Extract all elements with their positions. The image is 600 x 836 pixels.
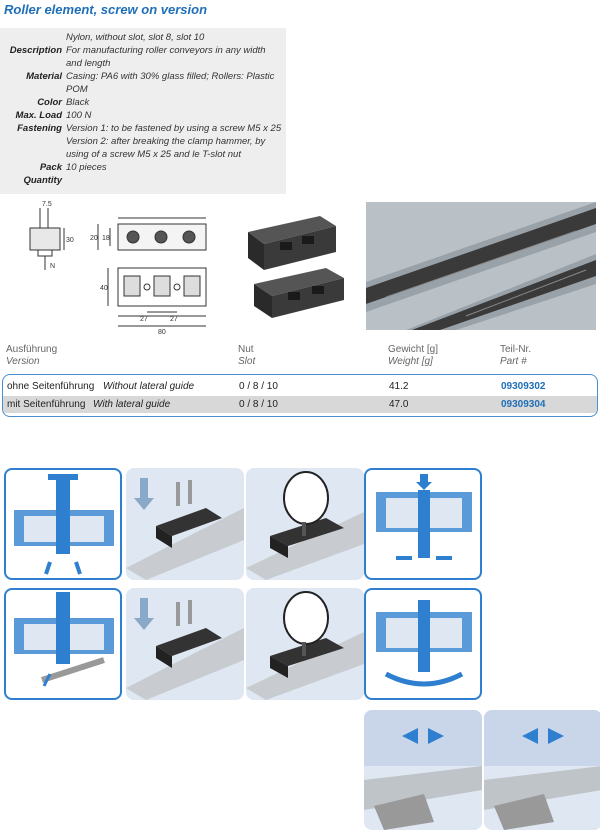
cell-slot: 0 / 8 / 10 bbox=[239, 399, 278, 410]
dim-label: 30 bbox=[66, 237, 74, 244]
spec-label: Max. Load bbox=[15, 110, 62, 121]
spec-label bbox=[0, 135, 66, 161]
col-version-de: Ausführung bbox=[6, 344, 58, 355]
lateral-guide-photo-2 bbox=[484, 710, 600, 830]
rail-photo bbox=[366, 202, 596, 330]
install-photo-1 bbox=[126, 468, 244, 580]
dim-label: 27 bbox=[170, 316, 178, 323]
col-weight-de: Gewicht [g] bbox=[388, 344, 439, 355]
spec-value: Nylon, without slot, slot 8, slot 10 bbox=[66, 32, 205, 43]
install-diagram-2 bbox=[364, 468, 482, 580]
dim-label: 27 bbox=[140, 316, 148, 323]
col-part-de: Teil-Nr. bbox=[500, 344, 532, 355]
cell-version-en: Without lateral guide bbox=[103, 381, 195, 392]
install-photo-4 bbox=[246, 588, 364, 700]
install-photo-3 bbox=[126, 588, 244, 700]
spec-row: Pack Quantity 10 pieces bbox=[0, 161, 286, 187]
col-version-en: Version bbox=[6, 356, 40, 367]
install-diagram-1 bbox=[4, 468, 122, 580]
product-table: ohne Seitenführung Without lateral guide… bbox=[2, 374, 598, 417]
dim-label: N bbox=[50, 263, 55, 270]
dim-label: 20 bbox=[90, 235, 98, 242]
cell-version-de: ohne Seitenführung bbox=[7, 381, 95, 392]
page-title: Roller element, screw on version bbox=[4, 2, 208, 17]
cell-slot: 0 / 8 / 10 bbox=[239, 381, 278, 392]
spec-row: Fastening Version 1: to be fastened by u… bbox=[0, 122, 286, 135]
spec-row: Version 2: after breaking the clamp hamm… bbox=[0, 135, 286, 161]
spec-row: Color Black bbox=[0, 96, 286, 109]
spec-label: Material bbox=[26, 71, 62, 82]
cell-weight: 41.2 bbox=[389, 381, 409, 392]
technical-drawing: 7.5 30 20 18 N 40 27 27 80 bbox=[29, 201, 207, 336]
col-slot-de: Nut bbox=[238, 344, 254, 355]
spec-label: Description bbox=[9, 45, 62, 56]
spec-value: Black bbox=[66, 97, 90, 108]
cell-version-en: With lateral guide bbox=[93, 399, 171, 410]
spec-label: Color bbox=[37, 97, 62, 108]
spec-table: Nylon, without slot, slot 8, slot 10 Des… bbox=[0, 28, 286, 194]
col-weight-en: Weight [g] bbox=[388, 356, 433, 367]
dim-label: 7.5 bbox=[42, 201, 52, 208]
spec-row: Nylon, without slot, slot 8, slot 10 bbox=[0, 31, 286, 44]
cell-version-de: mit Seitenführung bbox=[7, 399, 86, 410]
spec-label bbox=[0, 31, 66, 44]
spec-row: Material Casing: PA6 with 30% glass fill… bbox=[0, 70, 286, 96]
spec-value: Version 1: to be fastened by using a scr… bbox=[66, 123, 282, 134]
lateral-guide-photo-1 bbox=[364, 710, 482, 830]
spec-value: 10 pieces bbox=[66, 162, 107, 173]
spec-row: Max. Load 100 N bbox=[0, 109, 286, 122]
spec-label: Pack Quantity bbox=[23, 162, 62, 186]
dim-label: 18 bbox=[102, 235, 110, 242]
spec-value: For manufacturing roller conveyors in an… bbox=[66, 45, 266, 69]
cell-weight: 47.0 bbox=[389, 399, 409, 410]
cell-part-number[interactable]: 09309304 bbox=[501, 399, 546, 410]
install-diagram-4 bbox=[364, 588, 482, 700]
col-slot-en: Slot bbox=[238, 356, 256, 367]
spec-value: 100 N bbox=[66, 110, 92, 121]
cell-part-number[interactable]: 09309302 bbox=[501, 381, 546, 392]
spec-label: Fastening bbox=[17, 123, 62, 134]
col-part-en: Part # bbox=[500, 356, 527, 367]
table-row: ohne Seitenführung Without lateral guide… bbox=[3, 378, 597, 395]
install-photo-2 bbox=[246, 468, 364, 580]
dim-label: 40 bbox=[100, 285, 108, 292]
dim-label: 80 bbox=[158, 329, 166, 336]
table-row: mit Seitenführung With lateral guide 0 /… bbox=[3, 396, 597, 413]
install-diagram-3 bbox=[4, 588, 122, 700]
product-photo bbox=[240, 202, 362, 322]
spec-value: Version 2: after breaking the clamp hamm… bbox=[66, 136, 266, 160]
spec-value: Casing: PA6 with 30% glass filled; Rolle… bbox=[66, 71, 275, 95]
spec-row: Description For manufacturing roller con… bbox=[0, 44, 286, 70]
